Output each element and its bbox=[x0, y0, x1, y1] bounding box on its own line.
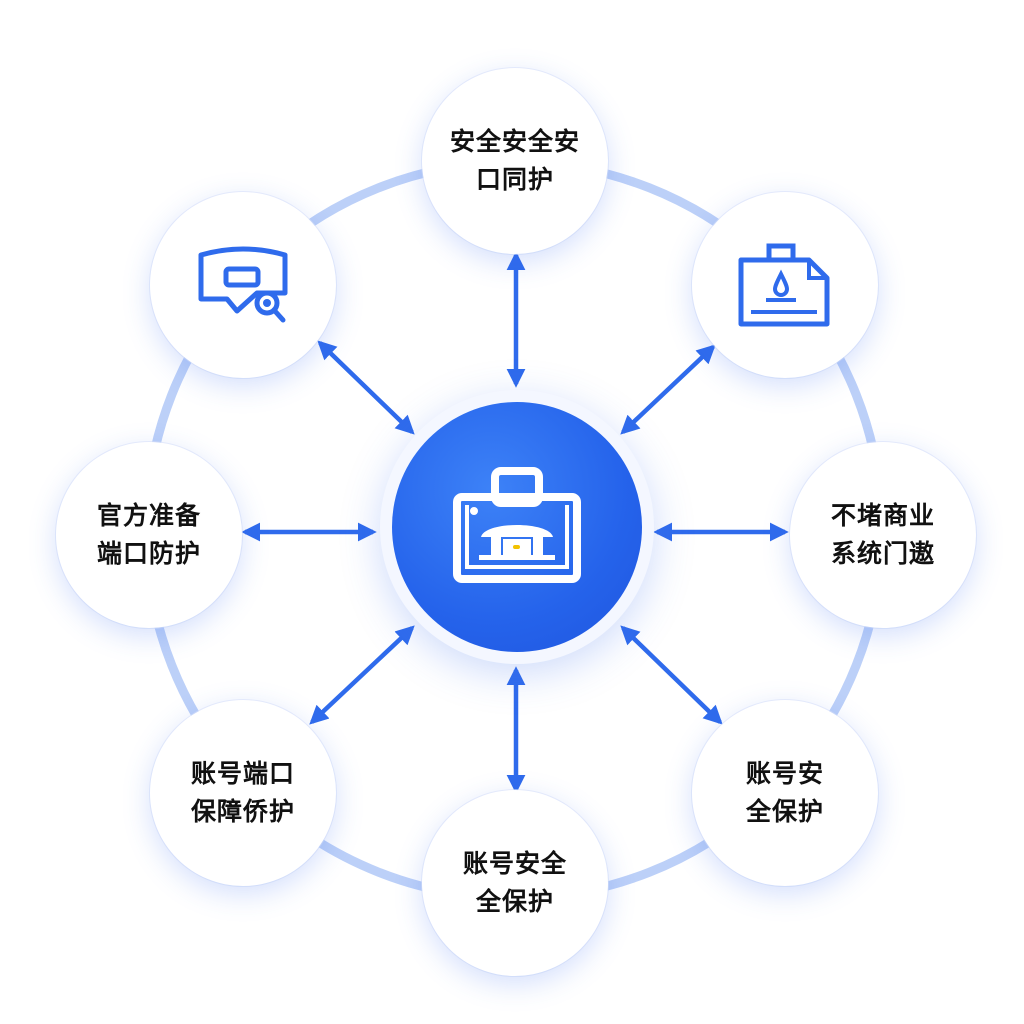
node-left[interactable]: 官方准备 端口防护 bbox=[56, 442, 242, 628]
node-top-left[interactable] bbox=[150, 192, 336, 378]
node-bottom-left-line2: 保障侨护 bbox=[190, 797, 295, 826]
chat-search-icon bbox=[198, 246, 288, 323]
node-left-line1: 官方准备 bbox=[96, 501, 201, 530]
node-bottom-right-line1: 账号安 bbox=[745, 759, 824, 788]
arrow-top-left bbox=[317, 340, 415, 435]
node-right-line2: 系统门遨 bbox=[830, 539, 935, 568]
arrow-top-right bbox=[620, 344, 716, 435]
node-right-line1: 不堵商业 bbox=[830, 501, 935, 530]
node-top-line2: 口同护 bbox=[475, 165, 554, 194]
arrow-bottom-left bbox=[309, 625, 415, 725]
node-bottom-line1: 账号安全 bbox=[462, 849, 567, 878]
document-briefcase-icon bbox=[738, 243, 830, 327]
node-bottom-left[interactable]: 账号端口 保障侨护 bbox=[150, 700, 336, 886]
briefcase-building-icon bbox=[453, 467, 581, 583]
node-bottom[interactable]: 账号安全 全保护 bbox=[422, 790, 608, 976]
node-left-line2: 端口防护 bbox=[96, 539, 201, 568]
node-top-right[interactable] bbox=[692, 192, 878, 378]
arrow-bottom-right bbox=[620, 625, 723, 725]
node-bottom-right-line2: 全保护 bbox=[745, 797, 824, 826]
hub-node[interactable] bbox=[392, 402, 642, 652]
node-top[interactable]: 安全安全安 口同护 bbox=[422, 68, 608, 254]
node-top-line1: 安全安全安 bbox=[449, 127, 580, 156]
node-right[interactable]: 不堵商业 系统门遨 bbox=[790, 442, 976, 628]
node-bottom-line2: 全保护 bbox=[475, 887, 554, 916]
node-bottom-right[interactable]: 账号安 全保护 bbox=[692, 700, 878, 886]
node-bottom-left-line1: 账号端口 bbox=[190, 759, 295, 788]
